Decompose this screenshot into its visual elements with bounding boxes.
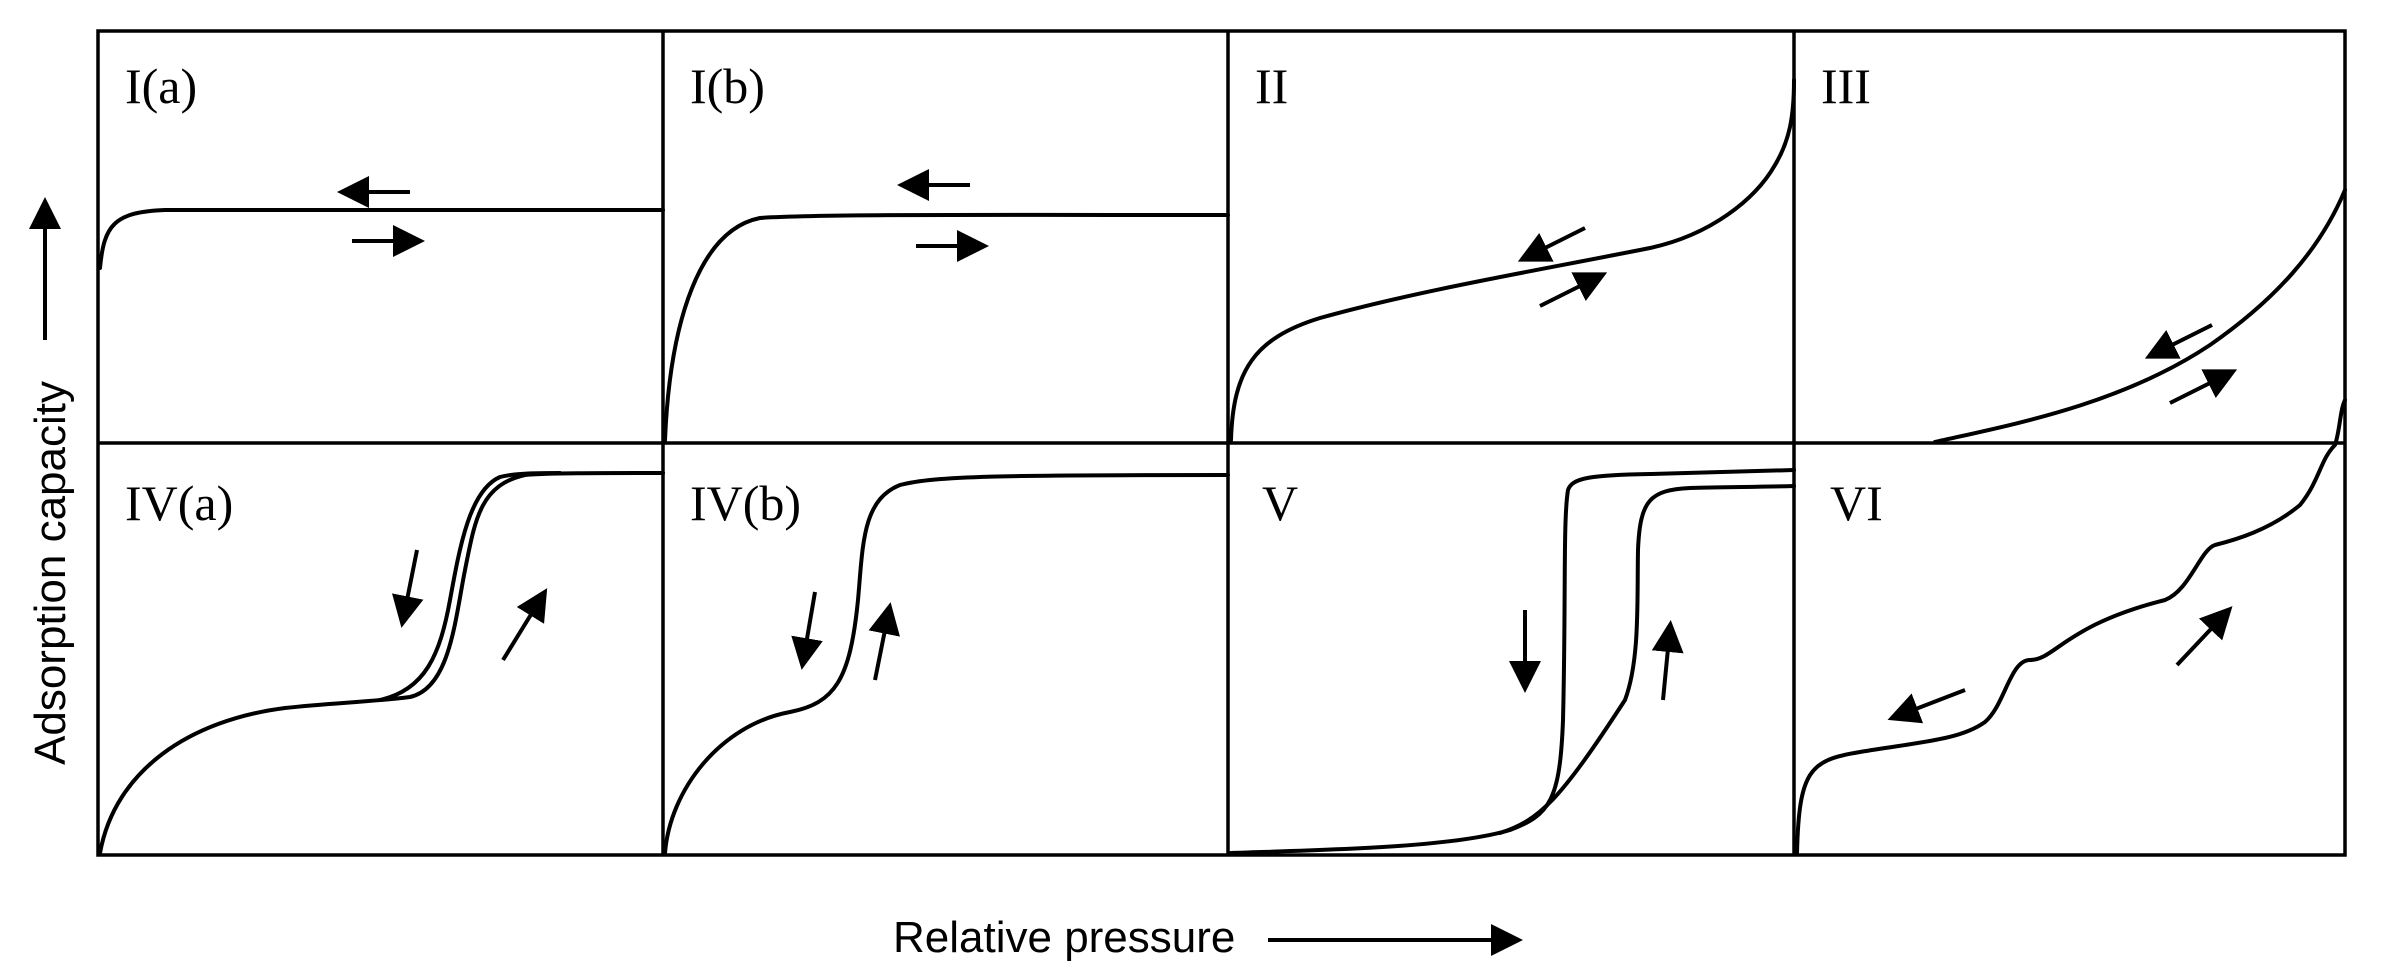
adsorption-arrow-ii bbox=[1539, 272, 1608, 308]
panel-label-ib: I(b) bbox=[690, 58, 765, 114]
isotherm-curve-v bbox=[1229, 468, 1796, 855]
panel-label-ia: I(a) bbox=[125, 58, 197, 114]
panel-label-iva: IV(a) bbox=[125, 475, 233, 531]
adsorption-arrow-ivb bbox=[868, 602, 900, 681]
adsorption-arrow-vi bbox=[2175, 606, 2233, 667]
adsorption-arrow-iii bbox=[2169, 369, 2238, 405]
panel-label-ivb: IV(b) bbox=[690, 475, 801, 531]
x-axis-label: Relative pressure bbox=[893, 913, 1235, 962]
isotherm-curve-v-loop bbox=[1498, 484, 1796, 835]
isotherm-curve-iii bbox=[1933, 188, 2347, 444]
isotherm-curve-vi bbox=[1795, 398, 2347, 855]
desorption-arrow-vi bbox=[1887, 688, 1966, 724]
desorption-arrow-ivb bbox=[791, 591, 823, 670]
isotherm-curve-ib bbox=[663, 212, 1230, 442]
panel-label-vi: VI bbox=[1830, 475, 1883, 531]
isotherm-curve-ia bbox=[98, 207, 665, 270]
desorption-arrow-ii bbox=[1517, 226, 1586, 262]
y-axis-label: Adsorption capacity bbox=[26, 381, 75, 765]
panel-label-ii: II bbox=[1255, 58, 1288, 114]
isotherm-curve-ivb bbox=[663, 473, 1230, 855]
isotherm-curve-iva-loop bbox=[378, 471, 562, 702]
panel-label-v: V bbox=[1262, 475, 1298, 531]
panel-label-iii: III bbox=[1821, 58, 1871, 114]
adsorption-arrow-iva bbox=[501, 588, 548, 662]
desorption-arrow-iva bbox=[392, 549, 424, 628]
isotherm-curve-ii bbox=[1229, 78, 1796, 442]
adsorption-arrow-v bbox=[1651, 620, 1684, 701]
desorption-arrow-iii bbox=[2144, 323, 2213, 359]
